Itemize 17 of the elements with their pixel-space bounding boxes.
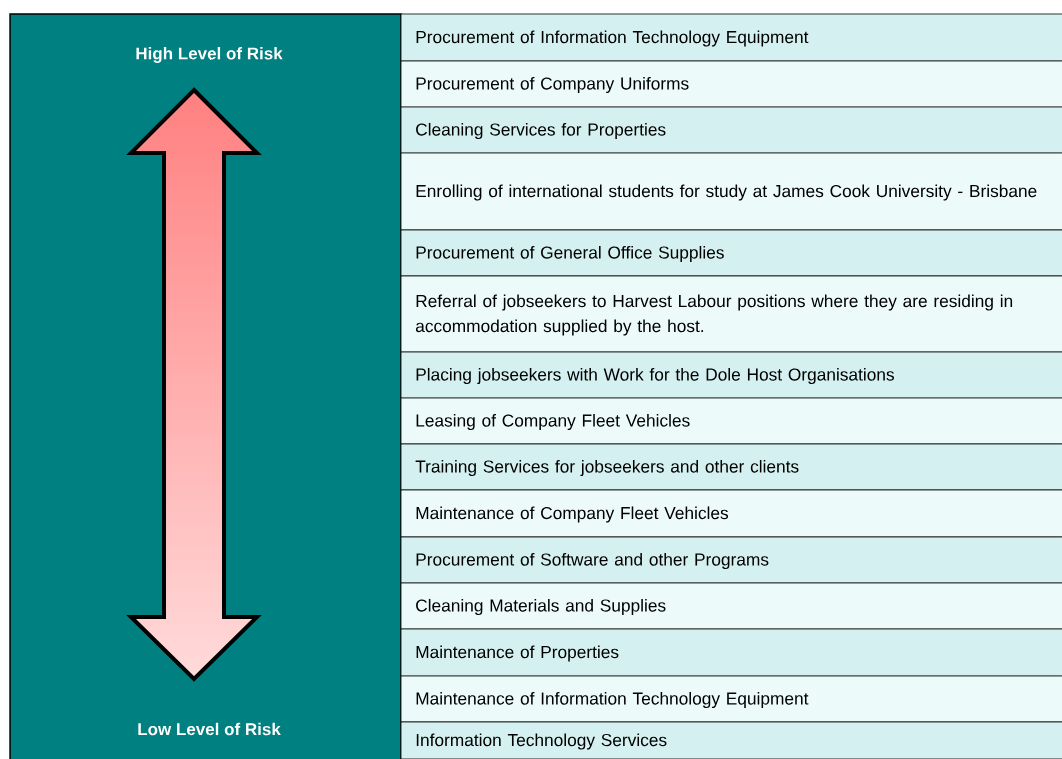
table-cell: Placing jobseekers with Work for the Dole Host Organisations — [400, 351, 1062, 399]
table-cell: Maintenance of Company Fleet Vehicles — [400, 489, 1062, 538]
table-cell: Procurement of Information Technology Equipment — [400, 13, 1062, 62]
risk-heading: Low Level of Risk — [138, 722, 281, 736]
table-cell: Cleaning Materials and Supplies — [400, 582, 1062, 630]
table-cell: Cleaning Services for Properties — [400, 106, 1062, 154]
table-cell: Procurement of Company Uniforms — [400, 60, 1062, 108]
risk-heading: High Level of Risk — [136, 47, 283, 63]
table-cell: Procurement of Software and other Programs — [400, 536, 1062, 584]
table-cell: Leasing of Company Fleet Vehicles — [400, 397, 1062, 445]
table-cell: Enrolling of international students for study at James Cook University - Brisbane — [400, 152, 1062, 231]
table-cell: Procurement of General Office Supplies — [400, 229, 1062, 277]
table-cell: Maintenance of Information Technology Equipment — [400, 675, 1062, 723]
table-cell: Referral of jobseekers to Harvest Labour positions where they are residing in accommodation supplied by the host. — [400, 275, 1062, 353]
table-cell: Training Services for jobseekers and other clients — [400, 443, 1062, 491]
table-cell: Information Technology Services — [400, 721, 1062, 759]
table-cell: Maintenance of Properties — [400, 628, 1062, 677]
